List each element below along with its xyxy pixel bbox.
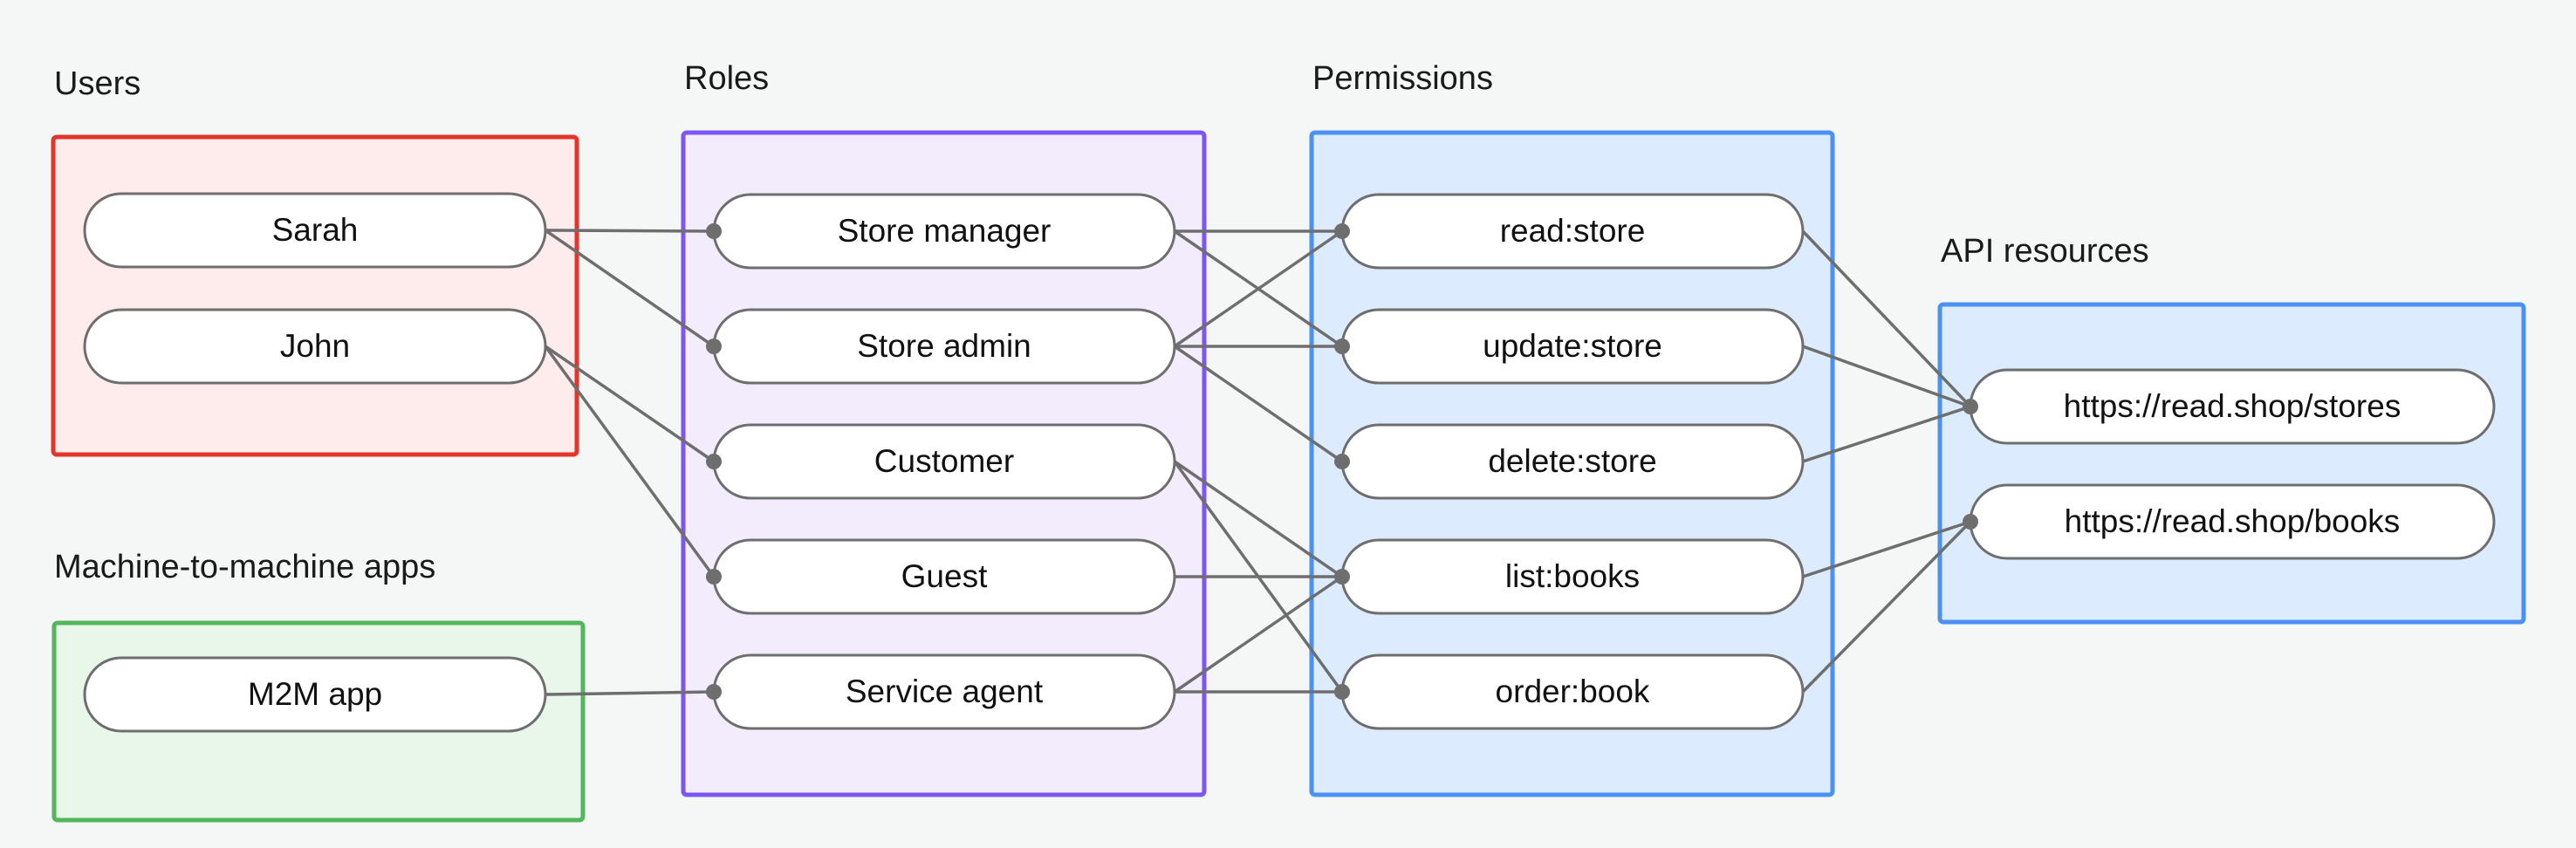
edge-read-store-to-read-shop-stores [1801,229,1972,408]
edge-endpoint-dot-list-books [1334,569,1350,585]
edge-endpoint-dot-guest [706,569,722,585]
node-m2mapp[interactable] [83,656,547,733]
group-title-users: Users [54,65,140,102]
edge-service-agent-to-list-books [1174,575,1343,694]
group-title-permissions: Permissions [1312,60,1493,97]
edge-john-to-guest [544,345,716,578]
edge-store-admin-to-read-store [1174,229,1343,348]
edge-customer-to-list-books [1174,460,1343,578]
edge-update-store-to-read-shop-stores [1802,345,1971,408]
edge-store-admin-to-delete-store [1174,345,1343,463]
edge-endpoint-dots-layer [706,223,1978,700]
edge-endpoint-dot-store-admin [706,339,722,354]
edges-layer [544,229,1972,696]
node-label-order-book: order:book [1496,674,1650,709]
edge-endpoint-dot-service-agent [706,684,722,700]
edge-endpoint-dot-update-store [1334,339,1350,354]
node-label-store-manager: Store manager [838,213,1052,249]
group-title-roles: Roles [684,60,769,97]
node-label-john: John [280,328,350,364]
edge-delete-store-to-read-shop-stores [1802,405,1971,463]
edge-endpoint-dot-read-store [1334,223,1350,239]
node-label-service-agent: Service agent [846,674,1044,709]
edge-john-to-customer [545,345,715,463]
node-john[interactable] [83,308,547,385]
edge-sarah-to-store-manager [545,229,715,233]
node-label-store-admin: Store admin [857,328,1031,364]
node-label-customer: Customer [874,443,1014,479]
edge-order-book-to-read-shop-books [1801,520,1972,694]
node-label-m2mapp: M2M app [248,676,382,712]
edge-endpoint-dot-read-shop-books [1963,514,1978,530]
group-box-users [51,134,579,457]
group-box-api-resources [1937,302,2526,625]
node-label-read-shop-stores: https://read.shop/stores [2064,388,2401,424]
edge-m2mapp-to-service-agent [545,690,715,696]
node-label-read-shop-books: https://read.shop/books [2065,503,2401,539]
edge-endpoint-dot-read-shop-stores [1963,399,1978,414]
edge-endpoint-dot-customer [706,454,722,469]
edge-endpoint-dot-store-manager [706,223,722,239]
node-label-delete-store: delete:store [1488,443,1656,479]
node-label-sarah: Sarah [272,212,359,248]
group-title-m2m: Machine-to-machine apps [54,549,435,585]
edge-list-books-to-read-shop-books [1802,520,1971,578]
node-label-read-store: read:store [1500,213,1646,249]
edge-sarah-to-store-admin [545,229,715,348]
group-title-api-resources: API resources [1941,233,2149,270]
node-label-update-store: update:store [1483,328,1662,364]
edge-endpoint-dot-order-book [1334,684,1350,700]
node-label-guest: Guest [901,558,988,594]
node-label-list-books: list:books [1505,558,1640,594]
node-sarah[interactable] [83,192,547,269]
edge-endpoint-dot-delete-store [1334,454,1350,469]
